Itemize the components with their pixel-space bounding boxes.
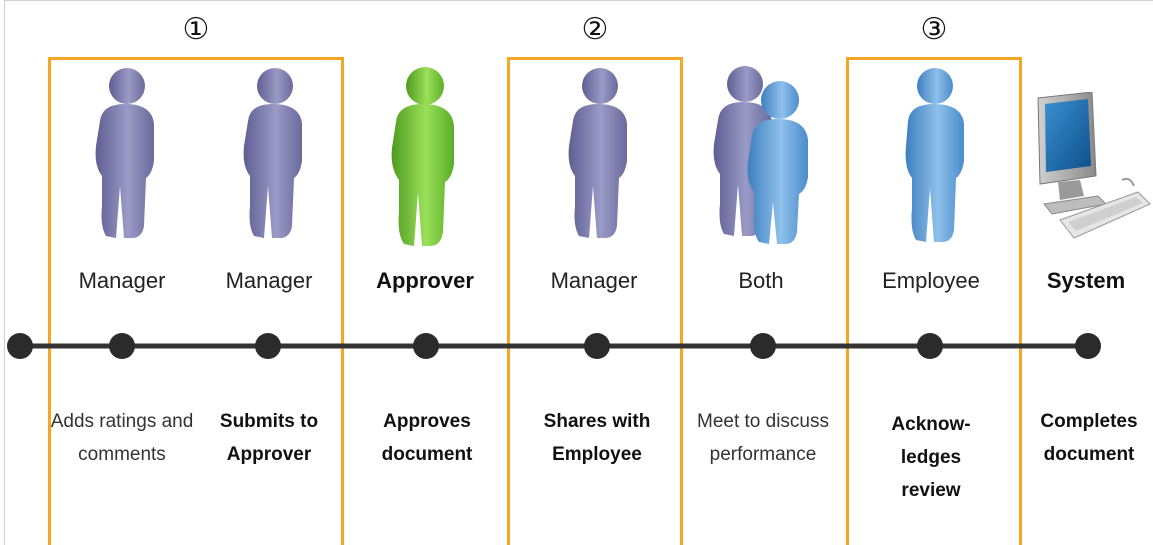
role-label-system: System [1046,268,1126,293]
computer-icon [1037,92,1151,239]
action-meet-to-discuss: Meet to discuss performance [697,411,829,465]
step-number-3: ③ [920,12,948,47]
approver-figure-icon [391,67,454,246]
timeline-node [917,333,943,359]
timeline [7,333,1101,359]
timeline-node [750,333,776,359]
role-label-manager: Manager [550,268,638,293]
step-box-1 [48,57,344,545]
role-label-approver: Approver [376,268,474,293]
step-box-3 [846,57,1022,545]
action-shares-with-employee: Shares with Employee [543,411,651,465]
both-figures-icon [713,66,808,244]
role-label-manager: Manager [78,268,166,293]
timeline-end-node [1075,333,1101,359]
role-label-both: Both [738,268,784,293]
manager-figure-icon [95,68,154,238]
action-adds-ratings: Adds ratings and comments [50,411,194,465]
step-number-2: ② [581,12,609,47]
action-completes-document: Completes document [1040,411,1138,465]
timeline-node [413,333,439,359]
diagram-frame [4,0,1153,545]
timeline-node [584,333,610,359]
timeline-node [255,333,281,359]
manager-figure-icon [243,68,302,238]
action-acknowledges-review: Acknow- ledges review [891,414,971,501]
step-box-2 [507,57,683,545]
role-label-manager: Manager [225,268,313,293]
action-submits-to-approver: Submits to Approver [219,411,319,465]
step-number-1: ① [182,12,210,47]
role-label-employee: Employee [882,268,980,293]
employee-figure-icon [905,68,964,242]
timeline-node [109,333,135,359]
timeline-start-node [7,333,33,359]
action-approves-document: Approves document [381,411,473,465]
manager-figure-icon [568,68,627,238]
